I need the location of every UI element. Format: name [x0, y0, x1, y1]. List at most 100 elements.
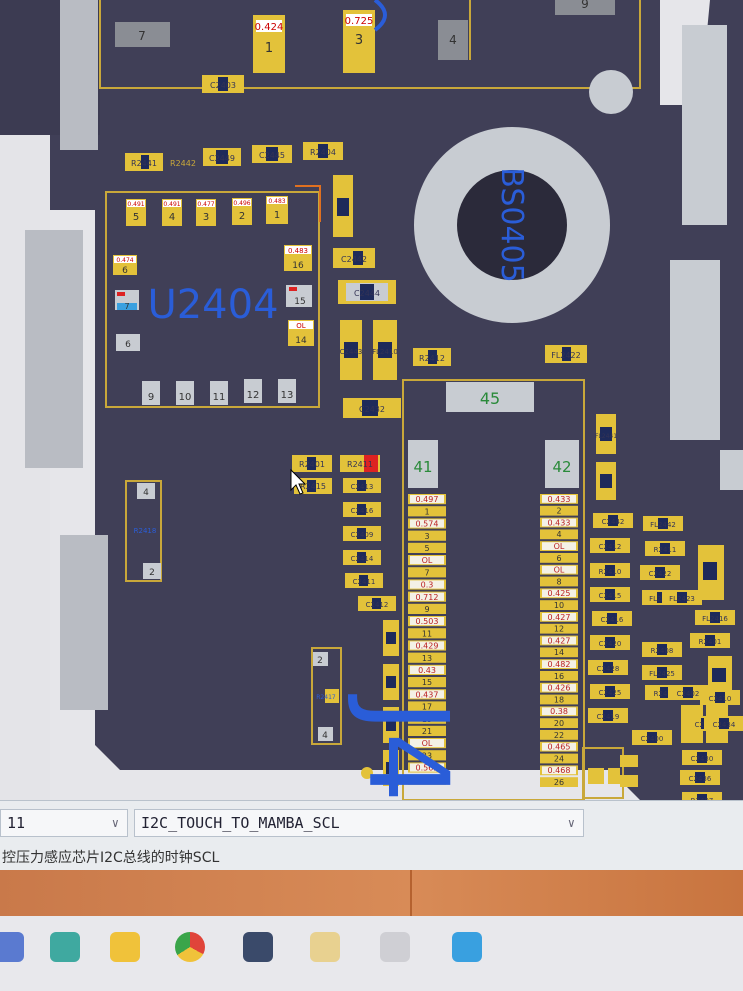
comp-body [325, 689, 339, 703]
pin-13[interactable] [278, 379, 296, 403]
connector-pin[interactable] [408, 652, 446, 663]
pin-11[interactable] [210, 381, 228, 405]
chip-u2404[interactable]: U2404 0.491 5 0.491 4 0.477 3 0.496 2 [105, 185, 321, 408]
comp-label: R2407 [691, 797, 714, 800]
connector-pin[interactable] [408, 750, 446, 761]
cap-body [337, 198, 349, 216]
folder-icon[interactable] [310, 932, 340, 962]
connector-pin[interactable] [408, 725, 446, 736]
connector-pin[interactable] [540, 553, 578, 563]
connector-pin[interactable] [408, 603, 446, 614]
pin-10[interactable] [176, 381, 194, 405]
connector-pin[interactable] [408, 506, 446, 517]
connector-pin[interactable] [540, 623, 578, 634]
pad-42[interactable] [545, 440, 579, 488]
connector-pin[interactable] [408, 542, 446, 553]
net-name-field[interactable]: I2C_TOUCH_TO_MAMBA_SCL ∨ [134, 809, 584, 837]
comp-pad[interactable] [620, 755, 638, 767]
comp-label: C2432 [359, 405, 385, 414]
comp-label: C2412 [599, 543, 622, 551]
value-box [542, 636, 576, 645]
pin-label: 0.427 [548, 613, 571, 622]
comp-pad[interactable] [620, 775, 638, 787]
connector-pin[interactable] [540, 694, 578, 705]
top-outline [99, 0, 641, 89]
cap-body [357, 552, 366, 563]
pin-label: 7 [424, 568, 429, 577]
pin-12[interactable] [244, 379, 262, 403]
comp-r2418[interactable]: 4 R2418 2 [125, 480, 162, 582]
comp-r2417[interactable]: 2 R2417 4 [311, 647, 342, 745]
connector-pin[interactable] [408, 567, 446, 578]
pad-9[interactable] [555, 0, 615, 15]
connector-j450[interactable]: 45 41 42 0.49710.57435OL70.30.71290.5031… [344, 379, 585, 800]
value-box [127, 200, 145, 207]
connector-pin[interactable] [408, 774, 446, 785]
connector-pin[interactable] [408, 530, 446, 541]
pad-4[interactable] [137, 483, 155, 499]
test-point[interactable] [361, 767, 373, 779]
connector-pin[interactable] [540, 600, 578, 610]
connector-pin[interactable] [408, 677, 446, 688]
comp-label: C2403 [210, 81, 236, 90]
connector-pin[interactable] [540, 576, 578, 587]
pad-4[interactable] [438, 20, 468, 60]
pin-label: 0.427 [548, 636, 571, 645]
value-box [163, 200, 181, 207]
comp-label: R2404 [310, 148, 336, 157]
pin-marker [117, 303, 137, 310]
connector-pin[interactable] [540, 505, 578, 516]
comp-label: C2443 [340, 348, 363, 356]
comp-label: C2430 [691, 755, 714, 763]
pin-6b[interactable] [116, 334, 140, 351]
app3-icon[interactable] [452, 932, 482, 962]
pin-number: 2 [239, 211, 245, 222]
pad-4[interactable] [318, 727, 333, 741]
connector-pin[interactable] [408, 713, 446, 724]
comp-outline [582, 747, 624, 799]
value-box [410, 739, 444, 748]
connector-pin[interactable] [408, 701, 446, 712]
files-icon[interactable] [50, 932, 80, 962]
component-body [695, 772, 705, 783]
chat-icon[interactable] [110, 932, 140, 962]
pad-41[interactable] [408, 440, 438, 488]
pad-45[interactable] [446, 382, 534, 412]
connector-pin[interactable] [540, 777, 578, 787]
value-box [542, 660, 576, 668]
connector-pin[interactable] [408, 628, 446, 639]
status-bar: 11 ∨ I2C_TOUCH_TO_MAMBA_SCL ∨ 控压力感应芯片I2C… [0, 800, 743, 871]
pin-number-field[interactable]: 11 ∨ [0, 809, 128, 837]
pin-label: 0.437 [416, 690, 439, 699]
pad-2[interactable] [313, 652, 328, 666]
edge-strip [670, 260, 720, 440]
connector-pin[interactable] [540, 671, 578, 681]
chevron-down-icon[interactable]: ∨ [567, 816, 575, 830]
chevron-down-icon[interactable]: ∨ [111, 816, 119, 830]
connector-pin[interactable] [540, 730, 578, 740]
comp-label: C2413 [351, 483, 374, 491]
pin-number: 10 [179, 392, 192, 403]
board-canvas[interactable]: 7 4 9 0.424 1 0.725 3 C2403 R2441 R2442 [0, 0, 743, 800]
chrome-icon[interactable] [175, 932, 205, 962]
test-point[interactable] [589, 70, 633, 114]
comp-pad[interactable] [588, 768, 604, 784]
pad-7[interactable] [115, 22, 170, 47]
u2404-label: U2404 [147, 282, 278, 328]
connector-pin[interactable] [540, 529, 578, 540]
cap-body [266, 147, 278, 161]
bs0405-standoff[interactable]: BS0405 [414, 127, 610, 323]
app-icon[interactable] [380, 932, 410, 962]
connector-pin[interactable] [540, 753, 578, 764]
pad-2[interactable] [143, 563, 161, 579]
value-box [410, 763, 444, 772]
settings-icon[interactable] [0, 932, 24, 962]
pin-9[interactable] [142, 381, 160, 405]
media-icon[interactable] [243, 932, 273, 962]
connector-pin[interactable] [540, 718, 578, 728]
pin-label: 20 [554, 719, 564, 728]
connector-pin[interactable] [540, 647, 578, 658]
comp-pad[interactable] [608, 768, 620, 784]
pcb-viewer[interactable]: 7 4 9 0.424 1 0.725 3 C2403 R2441 R2442 [0, 0, 743, 800]
pin-label: 3 [424, 532, 429, 541]
